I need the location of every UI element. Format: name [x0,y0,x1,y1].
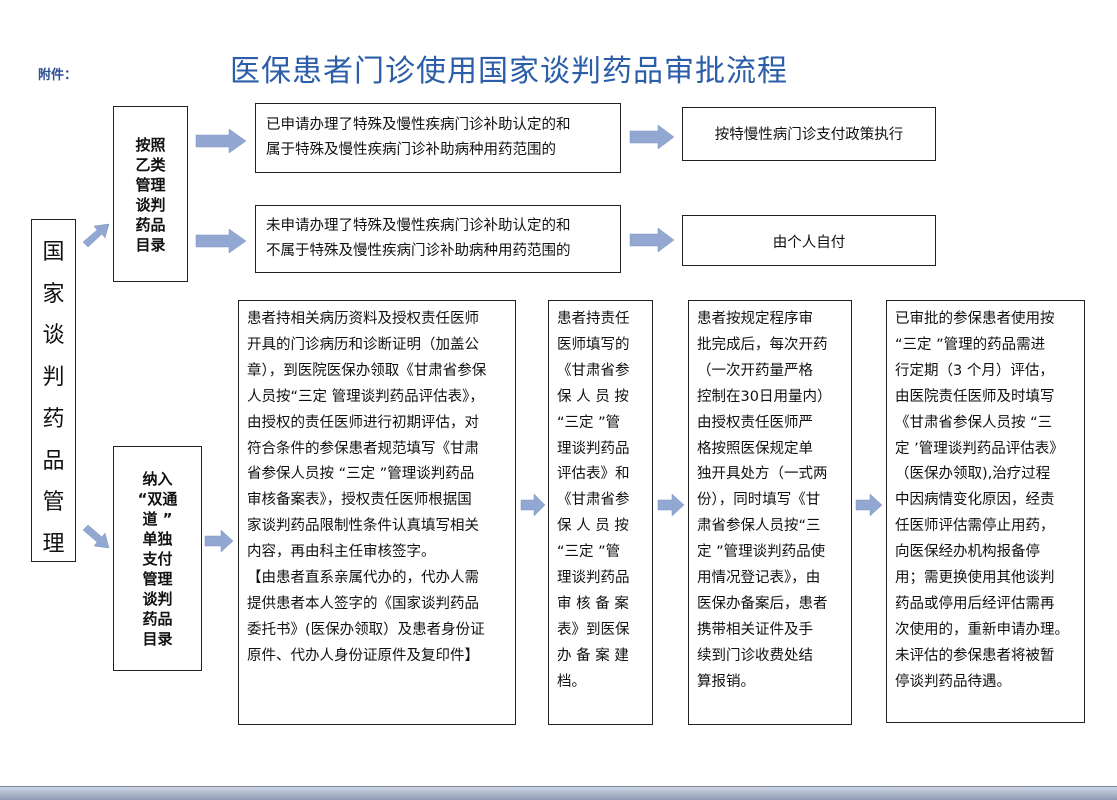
arrow-icon-to-condition-1 [195,128,247,154]
category-a-box: 按照 乙类 管理 谈判 药品 目录 [113,106,188,282]
step-3-box: 患者按规定程序审 批完成后，每次开药 （一次开药量严格 控制在30日用量内） 由… [688,300,852,725]
result-2-box: 由个人自付 [682,215,936,266]
step-2-box: 患者持责任 医师填写的 《甘肃省参 保 人 员 按 “三定 ”管 理谈判药品 评… [548,300,653,725]
condition-1-text: 已申请办理了特殊及慢性疾病门诊补助认定的和 属于特殊及慢性疾病门诊补助病种用药范… [266,117,571,158]
step-3-text: 患者按规定程序审 批完成后，每次开药 （一次开药量严格 控制在30日用量内） 由… [697,311,832,690]
main-title-text: 国 家 谈 判 药 品 管 理 [42,240,65,557]
step-2-text: 患者持责任 医师填写的 《甘肃省参 保 人 员 按 “三定 ”管 理谈判药品 评… [557,311,630,690]
condition-2-text: 未申请办理了特殊及慢性疾病门诊补助认定的和 不属于特殊及慢性疾病门诊补助病种用药… [266,218,571,259]
main-title-box: 国 家 谈 判 药 品 管 理 [31,219,76,562]
condition-1-box: 已申请办理了特殊及慢性疾病门诊补助认定的和 属于特殊及慢性疾病门诊补助病种用药范… [255,103,621,173]
condition-2-box: 未申请办理了特殊及慢性疾病门诊补助认定的和 不属于特殊及慢性疾病门诊补助病种用药… [255,205,621,273]
arrow-icon-to-result-2 [629,227,675,253]
category-a-label: 按照 乙类 管理 谈判 药品 目录 [135,136,166,254]
category-b-box: 纳入 “双通 道 ” 单独 支付 管理 谈判 药品 目录 [113,446,202,671]
step-1-box: 患者持相关病历资料及授权责任医师 开具的门诊病历和诊断证明（加盖公 章），到医院… [238,300,516,725]
arrow-icon-to-step-1 [204,529,234,553]
arrow-icon-to-condition-2 [195,228,247,254]
arrow-icon-to-result-1 [629,124,675,150]
arrow-icon-to-step-3 [657,493,685,517]
page-title: 医保患者门诊使用国家谈判药品审批流程 [230,54,788,89]
result-1-box: 按特慢性病门诊支付政策执行 [682,107,936,161]
step-1-text: 患者持相关病历资料及授权责任医师 开具的门诊病历和诊断证明（加盖公 章），到医院… [247,311,487,664]
attachment-label: 附件： [38,68,78,83]
window-bottom-bar [0,786,1117,800]
arrow-icon-to-step-2 [520,493,546,517]
arrow-icon-to-category-a [82,223,110,248]
arrow-icon-to-step-4 [855,493,883,517]
result-2-text: 由个人自付 [772,235,846,251]
category-b-label: 纳入 “双通 道 ” 单独 支付 管理 谈判 药品 目录 [137,470,178,648]
result-1-text: 按特慢性病门诊支付政策执行 [714,127,904,143]
step-4-text: 已审批的参保患者使用按 “三定 ”管理的药品需进 行定期（3 个月）评估， 由医… [895,311,1069,690]
step-4-box: 已审批的参保患者使用按 “三定 ”管理的药品需进 行定期（3 个月）评估， 由医… [886,300,1085,723]
arrow-icon-to-category-b [82,524,110,549]
